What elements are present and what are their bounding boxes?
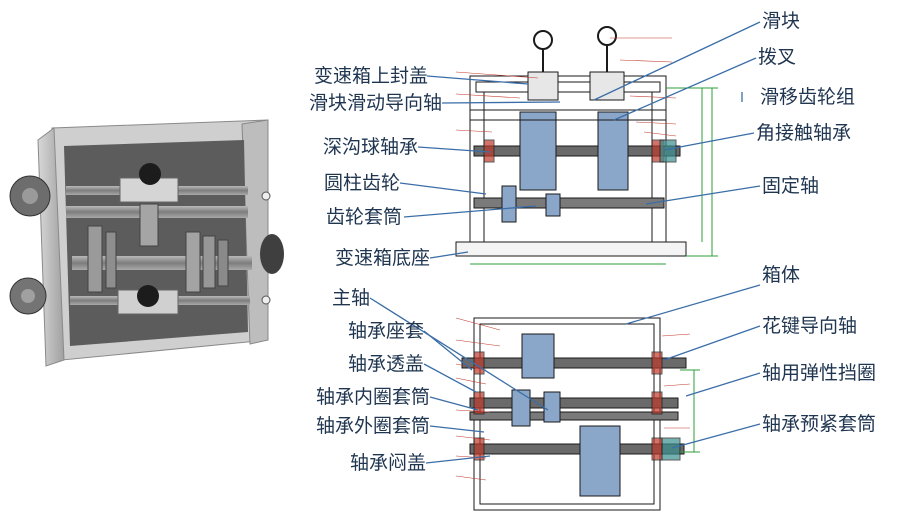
top-section-drawing [461,317,687,511]
label-leaders [369,21,761,464]
label-bearing-outer-ring-sleeve: 轴承外圈套筒 [315,415,430,437]
label-bearing-preload-sleeve: 轴承预紧套筒 [762,413,877,435]
label-bearing-housing-sleeve: 轴承座套 [347,320,424,342]
label-angular-contact-bearing: 角接触轴承 [756,122,852,144]
label-slider-guide-shaft: 滑块滑动导向轴 [308,92,442,114]
label-fixed-shaft: 固定轴 [762,175,820,197]
top-part-leaders [455,317,691,481]
label-bearing-inner-ring-sleeve: 轴承内圈套筒 [315,386,430,408]
label-main-shaft: 主轴 [331,287,370,309]
label-sliding-gear-set: 滑移齿轮组 [760,86,856,108]
label-shaft-circlip: 轴用弹性挡圈 [762,362,877,384]
front-part-leaders [455,37,677,137]
label-spline-guide-shaft: 花键导向轴 [762,315,858,337]
label-deep-groove-bearing: 深沟球轴承 [322,136,418,158]
front-section-drawing [455,26,687,257]
label-slider: 滑块 [762,10,801,32]
front-dimensions [470,87,718,265]
label-gear-sleeve: 齿轮套筒 [325,206,402,228]
label-box-body: 箱体 [762,264,801,286]
label-gearbox-top-cover: 变速箱上封盖 [313,65,428,87]
label-bearing-blind-cover: 轴承闷盖 [349,452,426,474]
label-shift-fork: 拨叉 [758,46,797,68]
top-dimensions [680,369,700,453]
label-bearing-through-cover: 轴承透盖 [347,353,424,375]
label-spur-gear: 圆柱齿轮 [323,172,400,194]
label-gearbox-base: 变速箱底座 [334,247,430,269]
